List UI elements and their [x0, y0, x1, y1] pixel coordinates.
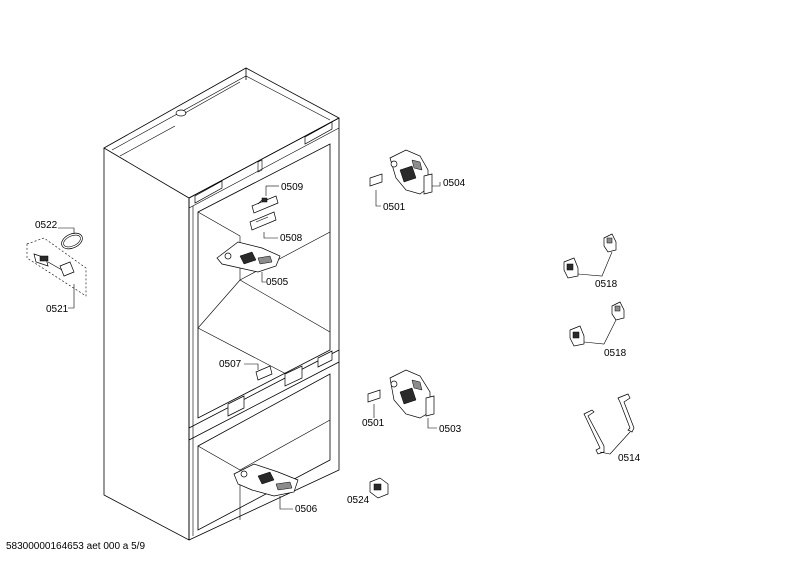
part-0522-ring	[58, 227, 83, 250]
label-0507: 0507	[219, 359, 242, 370]
part-0507-cover	[244, 363, 273, 381]
part-0521-kit	[26, 237, 87, 309]
label-0503: 0503	[439, 424, 462, 435]
label-0522: 0522	[35, 220, 58, 231]
label-0504: 0504	[443, 178, 466, 189]
part-0504-hinge	[389, 149, 441, 195]
part-0508-bracket	[249, 211, 278, 239]
label-0501-lower: 0501	[362, 418, 385, 429]
label-0509: 0509	[281, 182, 304, 193]
label-0521: 0521	[46, 304, 69, 315]
label-0518-lower: 0518	[604, 348, 627, 359]
part-0518-clips-upper	[563, 233, 617, 279]
label-0508: 0508	[280, 233, 303, 244]
label-0501-upper: 0501	[383, 202, 406, 213]
part-0503-hinge	[389, 369, 437, 429]
refrigerator-cabinet	[103, 67, 340, 541]
part-0506-hinge	[233, 463, 299, 510]
part-0518-clips-lower	[569, 301, 625, 347]
part-0501-lower-pad	[367, 389, 381, 418]
label-0505: 0505	[266, 277, 289, 288]
document-id: 58300000164653 aet 000 a 5/9	[6, 541, 146, 552]
label-0518-upper: 0518	[595, 279, 618, 290]
part-0501-upper-pad	[369, 173, 383, 207]
part-0505-hinge	[216, 241, 281, 283]
part-0524-clip	[369, 477, 389, 499]
part-0509-bracket	[251, 185, 279, 214]
label-0524: 0524	[347, 495, 370, 506]
label-0506: 0506	[295, 504, 318, 515]
part-0514-brackets	[583, 393, 635, 455]
label-0514: 0514	[618, 453, 641, 464]
